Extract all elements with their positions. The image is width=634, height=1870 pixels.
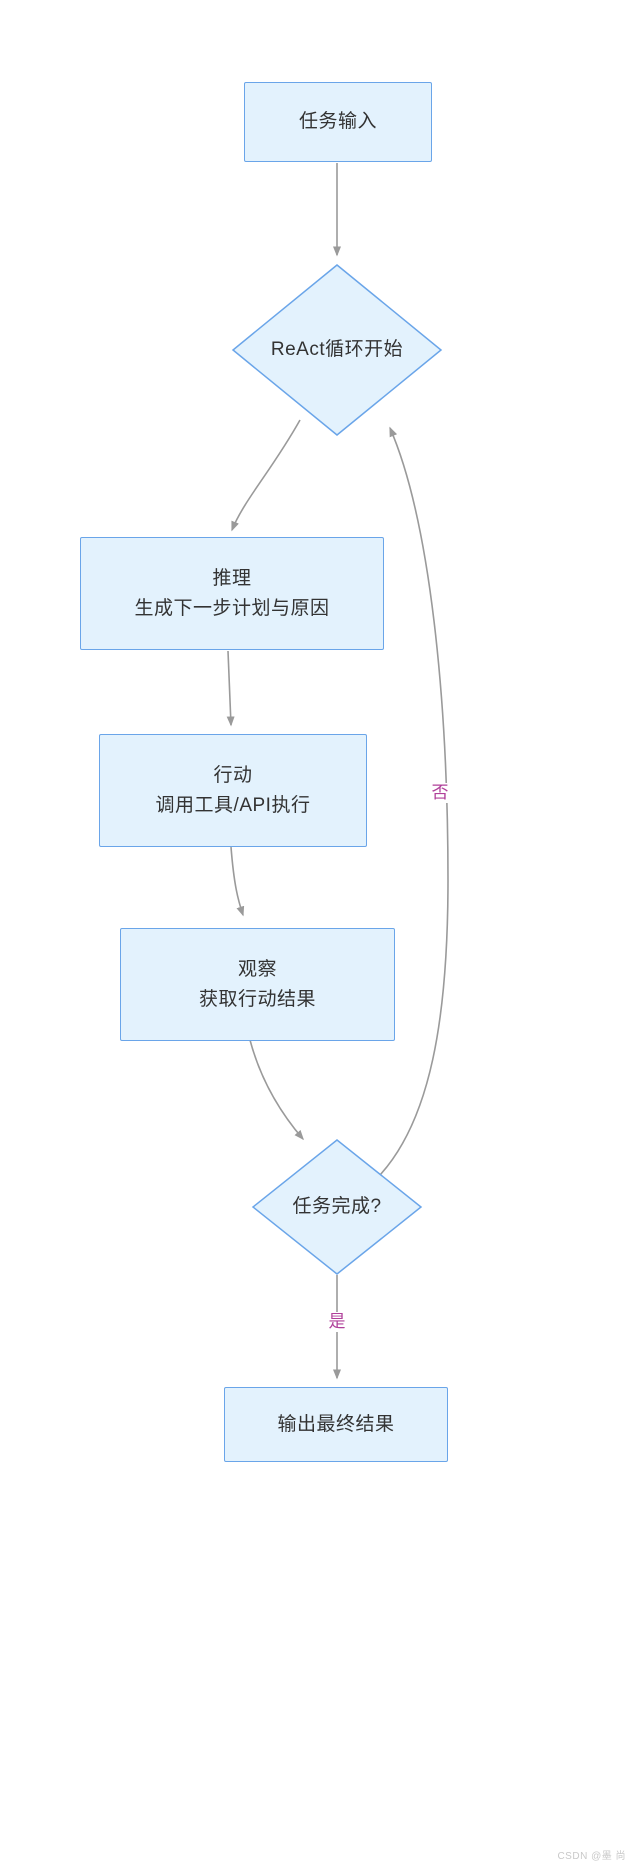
edge-label-yes: 是	[326, 1312, 348, 1332]
node-observation-line-2: 获取行动结果	[198, 988, 316, 1010]
node-react-loop-start-shape[interactable]	[231, 264, 443, 436]
node-action[interactable]: 行动 调用工具/API执行	[99, 734, 367, 847]
node-task-complete-label: 任务完成?	[292, 1196, 382, 1217]
node-react-loop-start-label: ReAct循环开始	[270, 339, 404, 360]
node-reasoning-line-2: 生成下一步计划与原因	[134, 597, 330, 619]
node-action-line-1: 行动	[213, 764, 253, 786]
node-action-line-2: 调用工具/API执行	[155, 794, 311, 816]
node-reasoning-line-1: 推理	[212, 567, 252, 589]
node-task-input-line-1: 任务输入	[298, 111, 377, 132]
edge-observation-to-task-complete	[249, 1039, 304, 1141]
node-observation[interactable]: 观察 获取行动结果	[120, 928, 395, 1041]
node-reasoning[interactable]: 推理 生成下一步计划与原因	[80, 537, 384, 650]
node-task-input[interactable]: 任务输入	[244, 82, 432, 162]
node-observation-line-1: 观察	[237, 958, 277, 980]
csdn-watermark: CSDN @墨 尚	[557, 1851, 626, 1862]
edge-task-complete-to-react-loop-no	[379, 426, 449, 1176]
edge-label-no: 否	[429, 783, 451, 803]
node-task-complete-shape[interactable]	[251, 1139, 423, 1275]
node-final-output[interactable]: 输出最终结果	[224, 1387, 448, 1462]
node-final-output-line-1: 输出最终结果	[277, 1413, 395, 1435]
edge-react-loop-to-reasoning	[231, 419, 301, 532]
edge-action-to-observation	[230, 846, 245, 917]
edge-reasoning-to-action	[226, 650, 235, 727]
